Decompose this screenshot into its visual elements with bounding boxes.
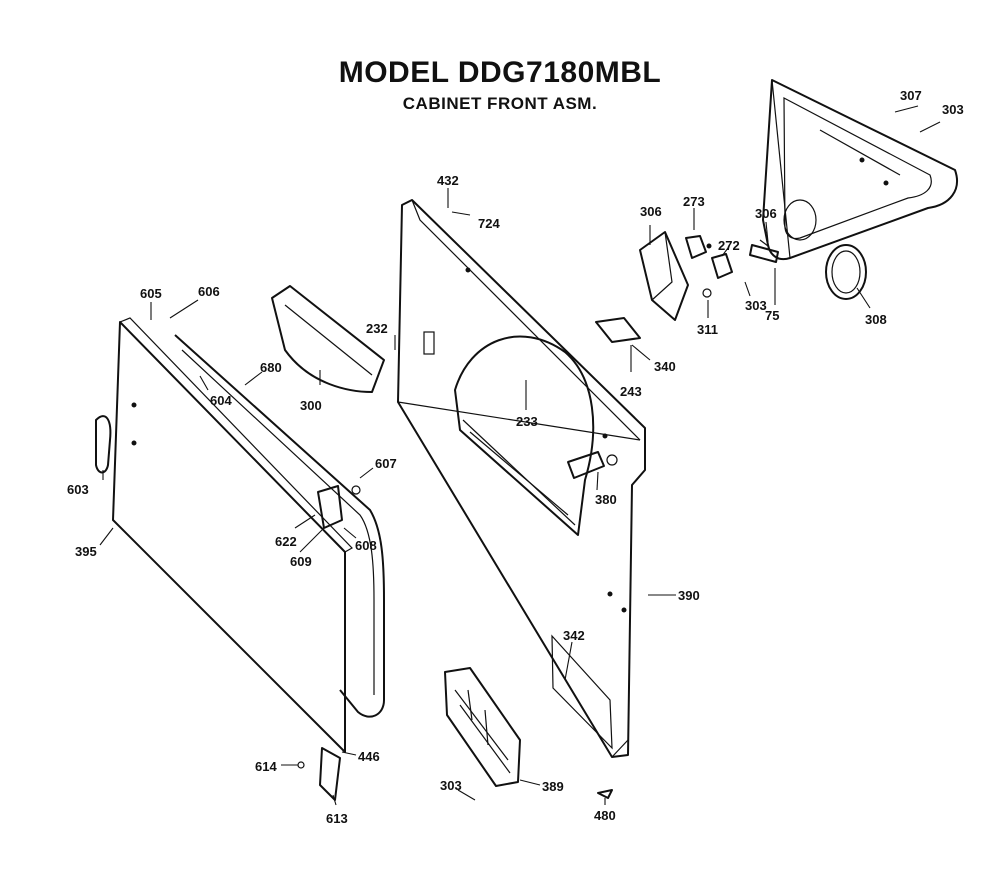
callout-300: 300 [300, 398, 322, 413]
toe-kick-grille-part [444, 667, 521, 787]
callout-604: 604 [210, 393, 232, 408]
hinge-613-part [297, 747, 341, 801]
callout-613: 613 [326, 811, 348, 826]
screw-311-part [702, 288, 712, 298]
callout-342: 342 [563, 628, 585, 643]
screw-480-part [597, 789, 613, 799]
callout-307: 307 [900, 88, 922, 103]
door-latch-part [317, 485, 361, 529]
thermostat-272-part [711, 253, 733, 279]
callout-614: 614 [255, 759, 277, 774]
callout-608: 608 [355, 538, 377, 553]
exhaust-duct-part [762, 79, 958, 261]
callout-390: 390 [678, 588, 700, 603]
callout-432: 432 [437, 173, 459, 188]
door-switch-380-part [567, 451, 618, 479]
callout-311: 311 [697, 322, 718, 337]
door-outer-panel [112, 317, 353, 753]
bracket-306-part [749, 239, 779, 263]
callout-243: 243 [620, 384, 642, 399]
callout-607: 607 [375, 456, 397, 471]
callout-272: 272 [718, 238, 740, 253]
callout-605: 605 [140, 286, 162, 301]
callout-233: 233 [516, 414, 538, 429]
cabinet-front-panel [397, 199, 646, 758]
door-inner-liner [174, 334, 385, 718]
callout-303-grille: 303 [440, 778, 462, 793]
callout-389: 389 [542, 779, 564, 794]
callout-446: 446 [358, 749, 380, 764]
callout-340: 340 [654, 359, 676, 374]
diagram-title: MODEL DDG7180MBL [338, 56, 662, 89]
callout-308: 308 [865, 312, 887, 327]
callout-273: 273 [683, 194, 705, 209]
callout-306-clip: 306 [755, 206, 777, 221]
diagram-subtitle: CABINET FRONT ASM. [402, 94, 598, 113]
callout-395: 395 [75, 544, 97, 559]
door-handle-603-part [95, 415, 112, 474]
thermostat-273-part [685, 235, 712, 259]
duct-ring-part [825, 244, 867, 300]
callout-622: 622 [275, 534, 297, 549]
callout-306-bracket: 306 [640, 204, 662, 219]
callout-303-duct: 303 [942, 102, 964, 117]
callout-480: 480 [594, 808, 616, 823]
callout-232: 232 [366, 321, 388, 336]
callout-303-screw: 303 [745, 298, 767, 313]
callout-603: 603 [67, 482, 89, 497]
switch-bracket-part [639, 231, 689, 321]
callout-724: 724 [478, 216, 500, 231]
callout-75: 75 [765, 308, 779, 323]
callout-680: 680 [260, 360, 282, 375]
door-seal-300-part [271, 285, 385, 393]
callout-609: 609 [290, 554, 312, 569]
callout-606: 606 [198, 284, 220, 299]
callout-380: 380 [595, 492, 617, 507]
lamp-socket-340-part [595, 317, 641, 343]
